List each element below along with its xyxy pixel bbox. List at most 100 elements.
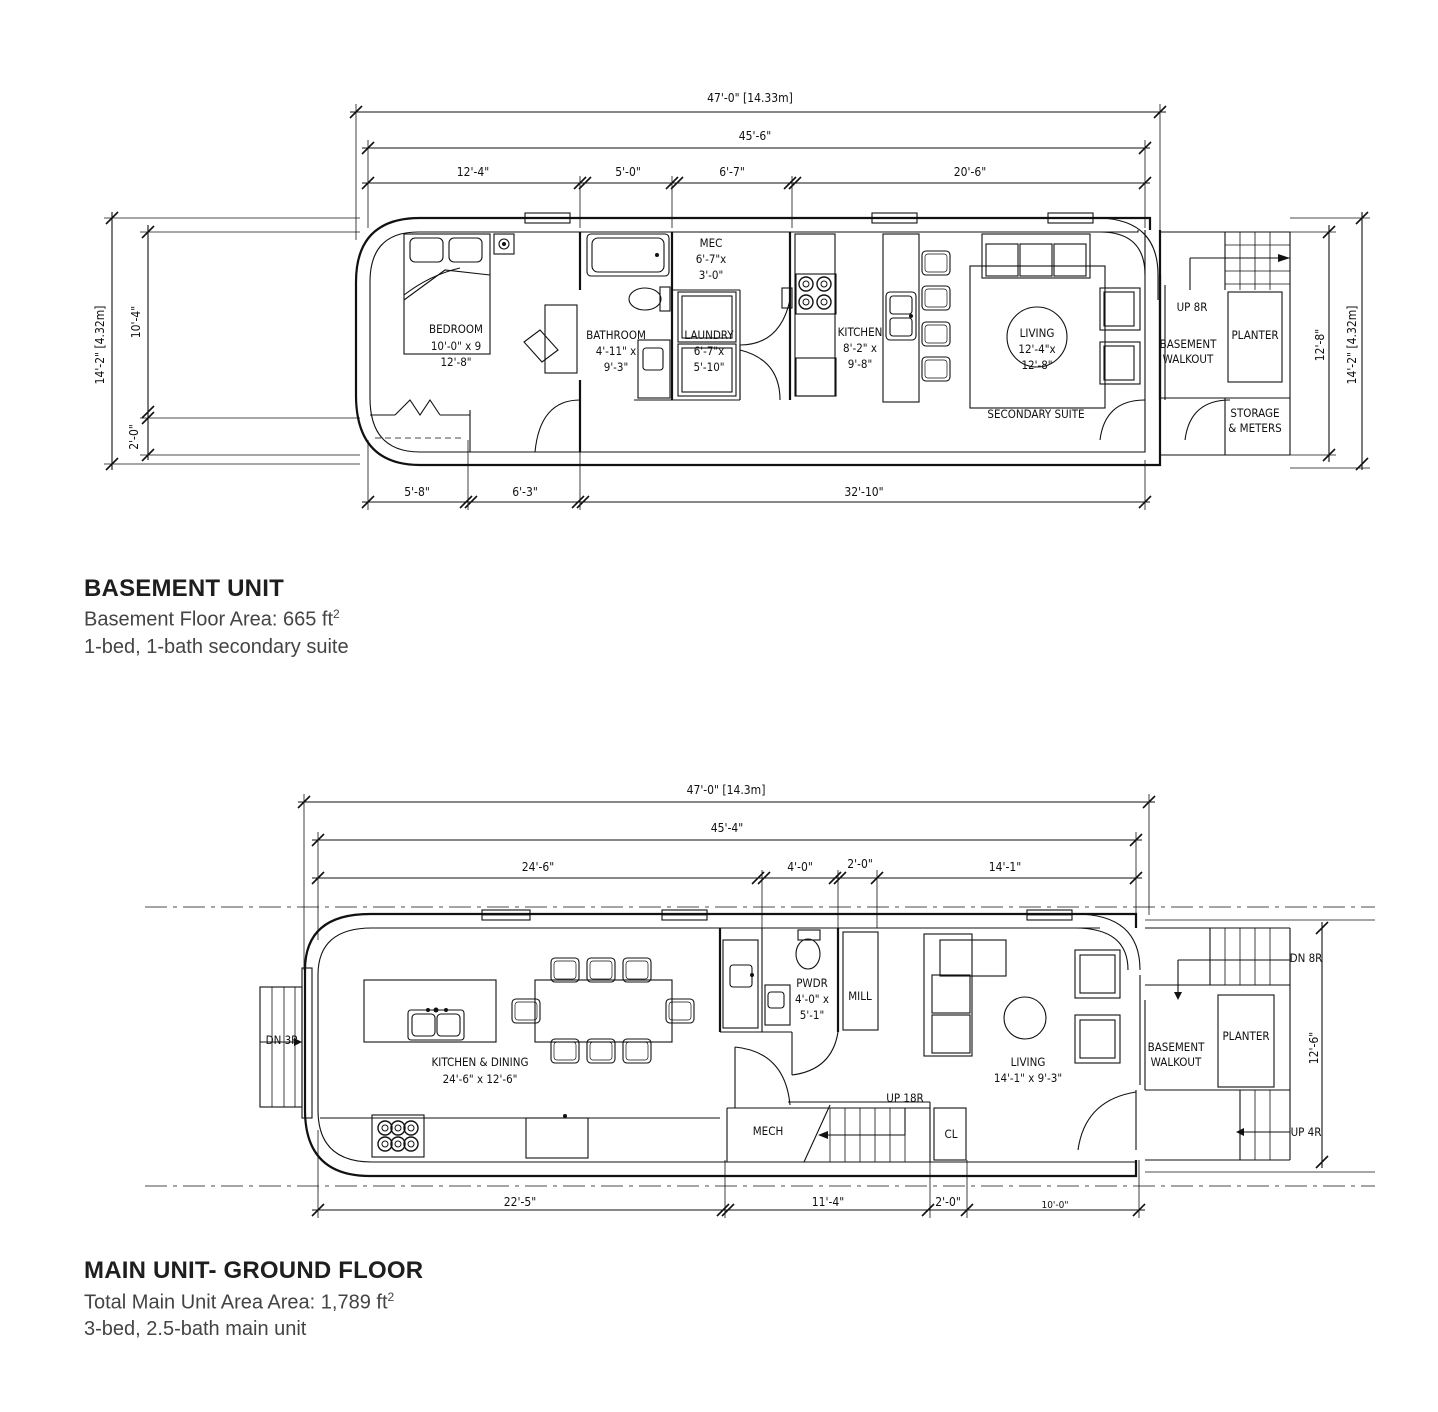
room-label: 24'-6" x 12'-6" (443, 1072, 518, 1086)
coffee-table-icon (1003, 996, 1047, 1040)
dim-label: 10'-4" (129, 306, 143, 338)
room-label: KITCHEN & DINING (432, 1055, 529, 1069)
kitchen-island (363, 979, 497, 1043)
room-label: MEC (700, 236, 723, 250)
dim-label: 2'-0" (847, 857, 873, 871)
room-label: LAUNDRY (684, 328, 734, 342)
main-furniture (320, 929, 1121, 1159)
stove-icon (371, 1114, 425, 1158)
stair-label: DN 3R (266, 1033, 299, 1047)
basement-area: Basement Floor Area: 665 ft2 (84, 607, 340, 632)
dryer-icon (677, 343, 737, 397)
stair-label: UP 18R (886, 1091, 923, 1105)
room-label: PWDR (796, 976, 828, 990)
room-label: 4'-0" x (795, 992, 829, 1006)
room-label: 9'-3" (604, 360, 629, 374)
room-label: MECH (753, 1124, 783, 1138)
room-label: STORAGE (1230, 406, 1279, 420)
room-label: BATHROOM (586, 328, 646, 342)
bed-icon (403, 233, 491, 355)
stair-label: UP 8R (1177, 300, 1208, 314)
dim-label: 2'-0" (127, 424, 141, 450)
room-label: 9'-8" (848, 357, 873, 371)
room-label: KITCHEN (838, 325, 883, 339)
dim-label: 32'-10" (844, 485, 883, 499)
washer-icon (677, 291, 737, 343)
main-stairs (803, 1104, 906, 1163)
basement-dimensions: 47'-0" [14.33m] 45'-6" 12'-4" 5'-0" 6'-7… (93, 91, 1370, 510)
dim-label: 12'-6" (1307, 1032, 1321, 1064)
room-label: WALKOUT (1151, 1055, 1202, 1069)
basement-inner-width: 45'-6" (739, 129, 771, 143)
main-area: Total Main Unit Area Area: 1,789 ft2 (84, 1290, 394, 1315)
main-walls (259, 909, 1375, 1178)
basement-area-text: Basement Floor Area: 665 ft (84, 608, 334, 631)
room-label: 10'-0" x 9 (431, 339, 481, 353)
kitchen-counter (794, 233, 836, 397)
dim-label: 11'-4" (812, 1195, 844, 1209)
basement-walls (354, 212, 1291, 467)
room-label: LIVING (1020, 326, 1055, 340)
room-label: 8'-2" x (843, 341, 877, 355)
dining-table (534, 979, 673, 1043)
main-labels: DN 3R KITCHEN & DINING 24'-6" x 12'-6" P… (266, 951, 1323, 1141)
dim-label: 24'-6" (522, 860, 554, 874)
main-area-text: Total Main Unit Area Area: 1,789 ft (84, 1291, 388, 1314)
room-label: LIVING (1011, 1055, 1046, 1069)
room-label: 12'-8" (1021, 358, 1052, 372)
armchair-icon (1074, 1014, 1121, 1064)
stair-label: DN 8R (1290, 951, 1323, 965)
room-label: 4'-11" x (596, 344, 636, 358)
vanity-icon (764, 984, 791, 1026)
dim-label: 2'-0" (935, 1195, 961, 1209)
armchair-icon (1099, 341, 1141, 385)
basement-overall-width: 47'-0" [14.33m] (707, 91, 793, 105)
basement-plan: 47'-0" [14.33m] 45'-6" 12'-4" 5'-0" 6'-7… (93, 91, 1370, 510)
room-label: PLANTER (1231, 328, 1278, 342)
vanity-icon (637, 339, 671, 399)
room-label: CL (945, 1127, 958, 1141)
bathtub-icon (586, 233, 670, 277)
room-label: 3'-0" (699, 268, 724, 282)
room-label: BEDROOM (429, 322, 483, 336)
armchair-icon (1074, 949, 1121, 999)
room-label: MILL (848, 989, 872, 1003)
living-rug (969, 265, 1106, 409)
basement-labels: BEDROOM 10'-0" x 9 12'-8" BATHROOM 4'-11… (429, 236, 1282, 435)
room-label: 6'-7"x (696, 252, 727, 266)
room-label: 6'-7"x (694, 344, 725, 358)
millwork (842, 931, 879, 1031)
toilet-icon (795, 938, 821, 970)
closet (933, 1107, 967, 1161)
dim-label: 22'-5" (504, 1195, 536, 1209)
toilet-icon (659, 286, 671, 312)
dim-label: 12'-4" (457, 165, 489, 179)
counter-sink (525, 1117, 589, 1159)
room-label: SECONDARY SUITE (987, 407, 1084, 421)
front-steps (259, 986, 303, 1108)
dim-label: 12'-8" (1313, 329, 1327, 361)
sofa-icon (981, 233, 1091, 279)
dim-label: 6'-7" (719, 165, 745, 179)
room-label: 12'-8" (440, 355, 471, 369)
room-label: BASEMENT (1160, 337, 1217, 351)
room-label: 5'-10" (693, 360, 724, 374)
superscript: 2 (387, 1290, 395, 1304)
main-description: 3-bed, 2.5-bath main unit (84, 1318, 307, 1340)
main-dimensions: 47'-0" [14.3m] 45'-4" 24'-6" 4'-0" 2'-0"… (297, 783, 1329, 1218)
ottoman (939, 939, 1007, 977)
stair-label: UP 4R (1291, 1125, 1322, 1139)
coffee-table-icon (1006, 306, 1068, 368)
main-title: MAIN UNIT- GROUND FLOOR (84, 1257, 424, 1284)
main-plan: 47'-0" [14.3m] 45'-4" 24'-6" 4'-0" 2'-0"… (145, 783, 1375, 1218)
room-label: 12'-4"x (1018, 342, 1055, 356)
dim-label: 14'-2" [4.32m] (93, 306, 107, 385)
desk-icon (544, 304, 578, 374)
main-overall-width: 47'-0" [14.3m] (687, 783, 766, 797)
dim-label: 14'-1" (989, 860, 1021, 874)
dim-label: 5'-0" (615, 165, 641, 179)
main-inner-width: 45'-4" (711, 821, 743, 835)
room-label: WALKOUT (1163, 352, 1214, 366)
basement-furniture (403, 233, 1141, 409)
